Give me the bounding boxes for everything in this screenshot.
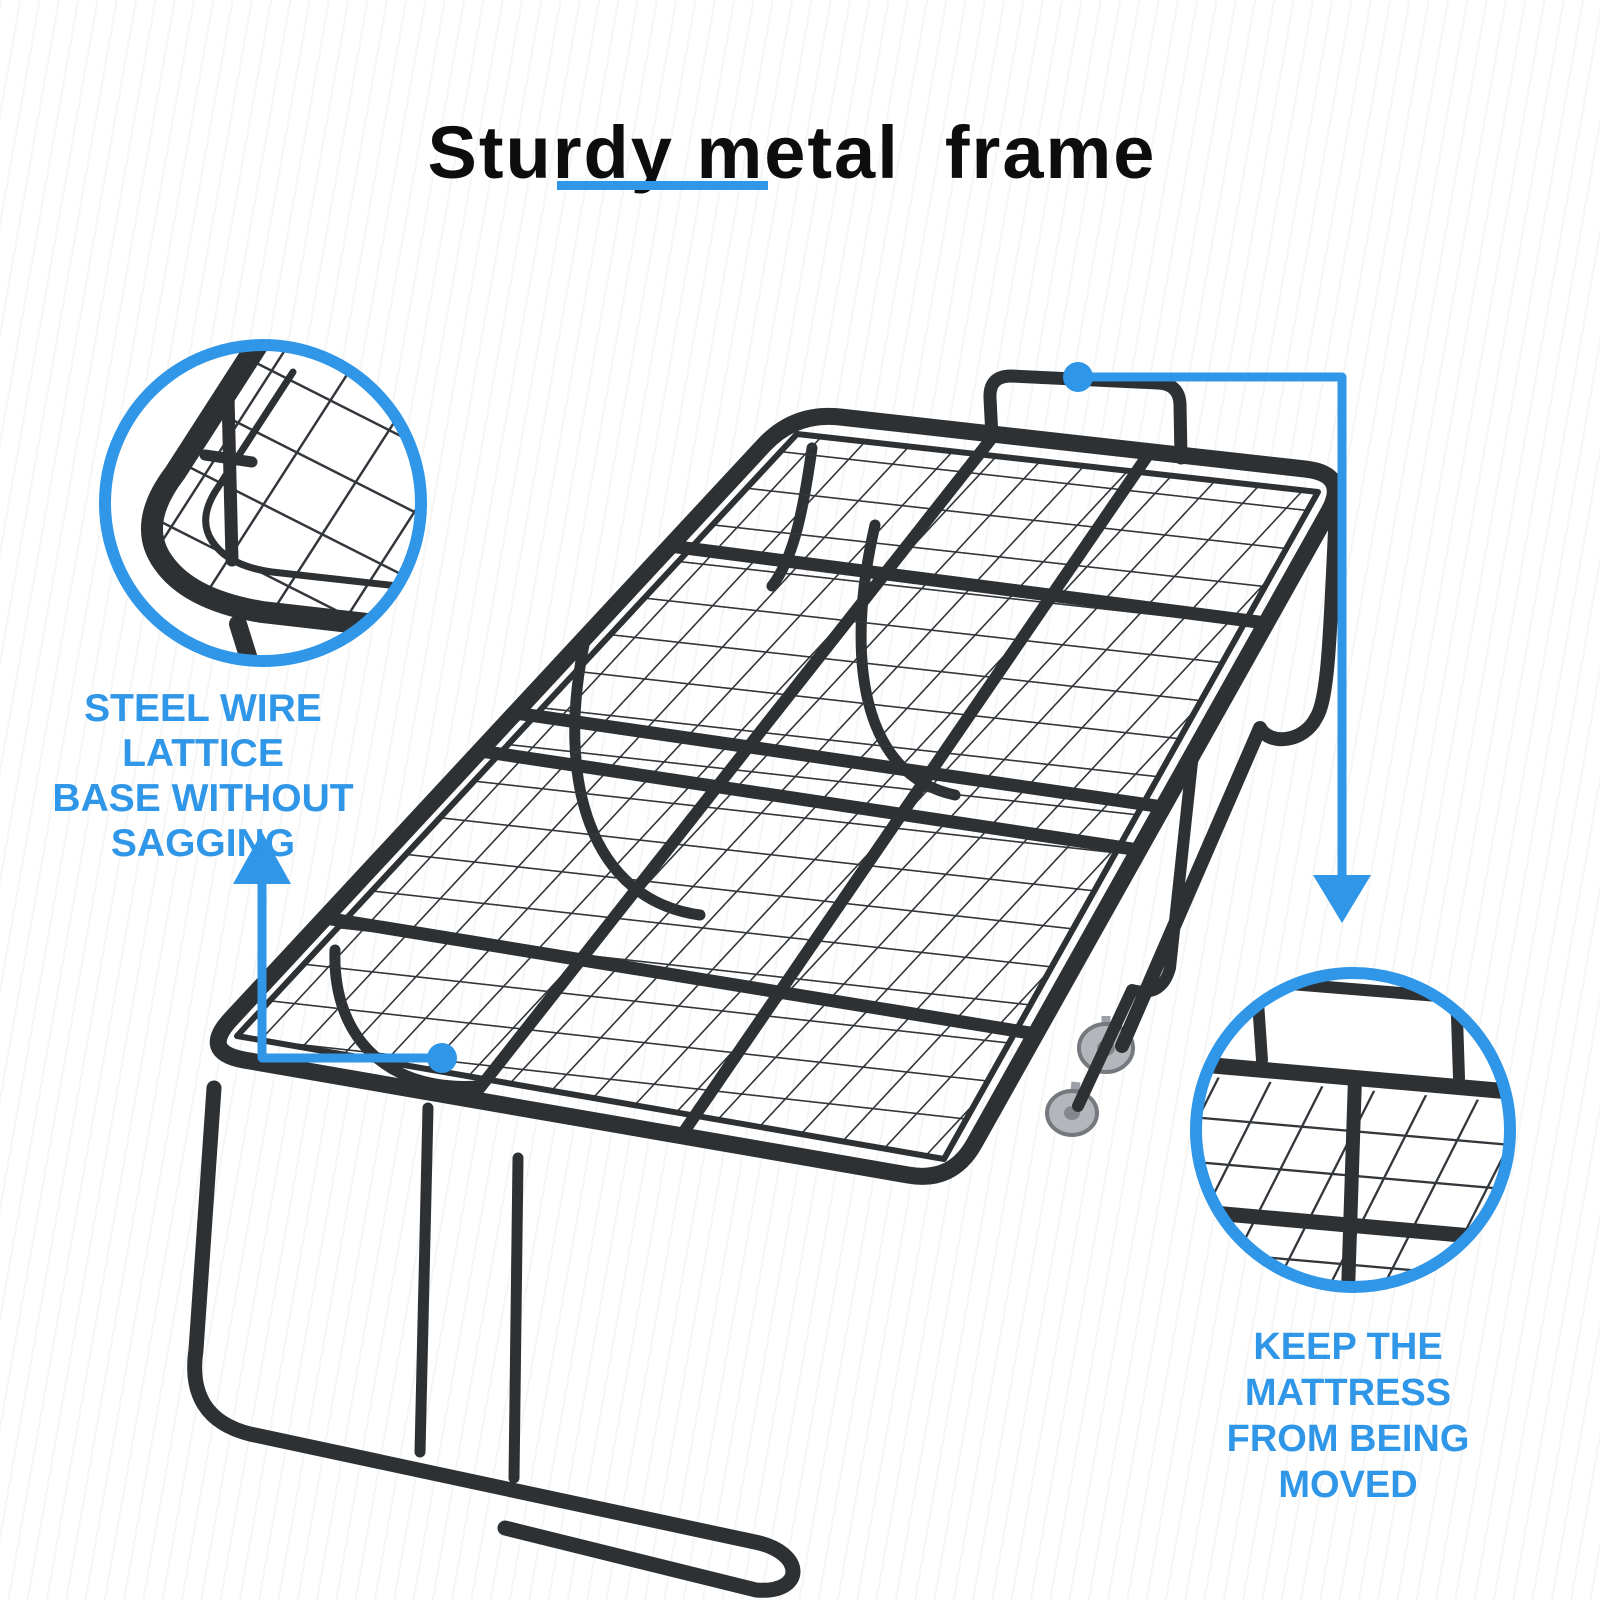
- arrow-up-icon: [233, 832, 291, 884]
- callout-line: BASE WITHOUT: [52, 777, 354, 820]
- right-annotation: [1063, 362, 1371, 923]
- right-zoom-circle: [1190, 967, 1516, 1293]
- magnified-lattice-corner: [141, 350, 416, 656]
- left-callout-label: STEEL WIRE LATTICE BASE WITHOUT SAGGING: [12, 686, 394, 866]
- magnified-mattress-handle: [1201, 978, 1505, 1282]
- dot-marker: [1063, 362, 1093, 392]
- dot-marker: [427, 1043, 457, 1073]
- folded-side-rails: [1072, 501, 1343, 1112]
- title-underline: [557, 181, 768, 190]
- left-annotation: [233, 832, 457, 1073]
- right-callout-label: KEEP THE MATTRESS FROM BEING MOVED: [1160, 1324, 1536, 1508]
- wire-lattice-deck: [209, 407, 1344, 1185]
- callout-line: KEEP THE MATTRESS: [1244, 1326, 1452, 1414]
- page-title: Sturdy metal frame: [427, 110, 1157, 194]
- callout-line: SAGGING: [110, 822, 296, 865]
- left-zoom-circle: [99, 339, 427, 667]
- arrow-down-icon: [1313, 875, 1371, 923]
- folded-legs: [187, 1080, 801, 1598]
- callout-line: FROM BEING MOVED: [1226, 1418, 1470, 1506]
- callout-line: STEEL WIRE LATTICE: [84, 687, 322, 775]
